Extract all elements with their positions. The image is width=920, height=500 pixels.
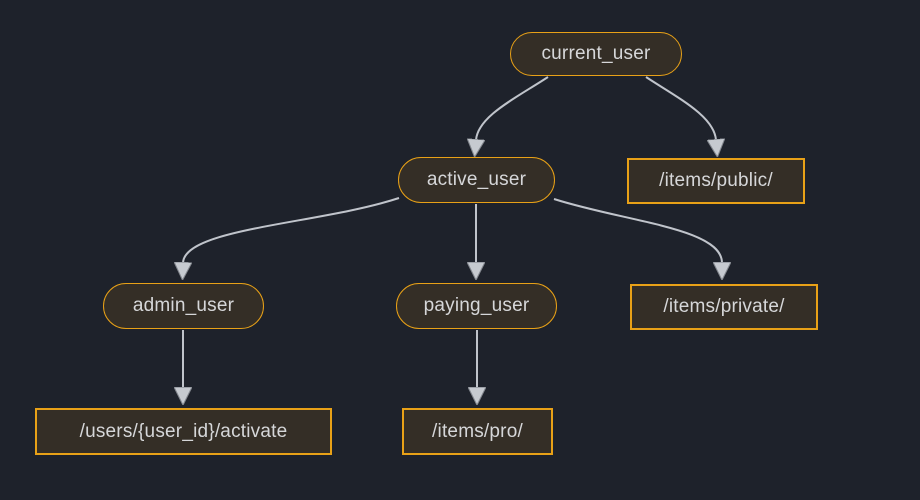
node-label: active_user bbox=[426, 169, 527, 190]
node-label: current_user bbox=[541, 43, 651, 64]
node-items_pro: /items/pro/ bbox=[402, 408, 553, 455]
edge-active_user-to-admin_user bbox=[183, 197, 400, 263]
node-paying_user: paying_user bbox=[396, 283, 557, 329]
node-label: /items/public/ bbox=[659, 170, 773, 191]
node-label: /users/{user_id}/activate bbox=[79, 420, 288, 442]
edge-current_user-to-active_user bbox=[476, 76, 549, 140]
edge-current_user-to-items_public bbox=[645, 76, 716, 140]
node-active_user: active_user bbox=[398, 157, 555, 203]
node-label: /items/pro/ bbox=[432, 420, 523, 442]
node-label: paying_user bbox=[423, 295, 530, 316]
node-users_activate: /users/{user_id}/activate bbox=[35, 408, 332, 455]
node-label: admin_user bbox=[132, 295, 235, 316]
node-admin_user: admin_user bbox=[103, 283, 264, 329]
node-items_public: /items/public/ bbox=[627, 158, 805, 204]
node-current_user: current_user bbox=[510, 32, 682, 76]
edge-active_user-to-items_private bbox=[553, 198, 722, 263]
node-items_private: /items/private/ bbox=[630, 284, 818, 330]
node-label: /items/private/ bbox=[663, 296, 785, 317]
